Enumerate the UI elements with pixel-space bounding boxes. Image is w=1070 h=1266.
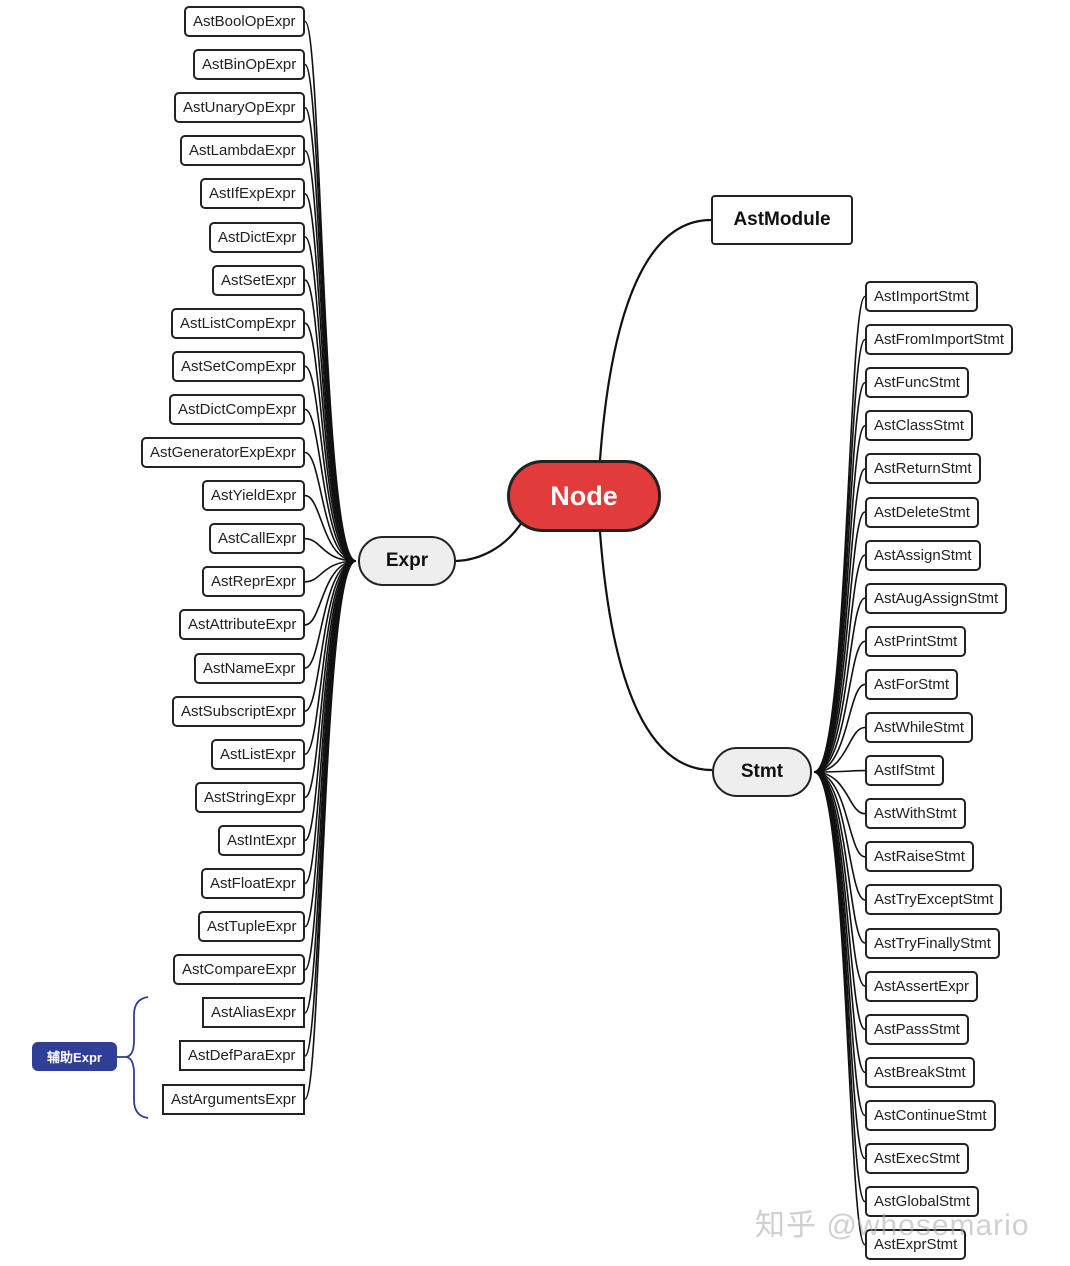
stmt-child[interactable]: AstWithStmt <box>865 798 966 830</box>
expr-child[interactable]: AstYieldExpr <box>202 480 306 512</box>
stmt-child[interactable]: AstFuncStmt <box>865 367 969 399</box>
expr-child[interactable]: AstIfExpExpr <box>200 178 305 210</box>
stmt-child[interactable]: AstIfStmt <box>865 755 944 787</box>
stmt-child[interactable]: AstPassStmt <box>865 1013 969 1045</box>
expr-child[interactable]: AstSetExpr <box>212 264 306 296</box>
root-label: Node <box>550 480 618 511</box>
expr-child[interactable]: AstArgumentsExpr <box>162 1083 306 1115</box>
expr-child[interactable]: AstFloatExpr <box>201 868 305 899</box>
expr-child[interactable]: AstBinOpExpr <box>193 49 306 81</box>
aux-expr-label: 辅助Expr <box>47 1050 102 1065</box>
stmt-node[interactable]: Stmt <box>712 747 812 797</box>
expr-child[interactable]: AstDefParaExpr <box>179 1040 305 1072</box>
stmt-label: Stmt <box>740 761 784 782</box>
stmt-child[interactable]: AstAssignStmt <box>865 539 981 571</box>
stmt-child[interactable]: AstDeleteStmt <box>865 496 979 528</box>
root-node[interactable]: Node <box>507 460 661 532</box>
aux-expr-badge: 辅助Expr <box>32 1042 117 1071</box>
stmt-child[interactable]: AstExecStmt <box>865 1143 969 1174</box>
expr-child[interactable]: AstSetCompExpr <box>172 350 306 382</box>
stmt-child[interactable]: AstWhileStmt <box>865 712 974 743</box>
stmt-child[interactable]: AstExprStmt <box>865 1229 967 1261</box>
stmt-child[interactable]: AstContinueStmt <box>865 1099 996 1131</box>
stmt-child[interactable]: AstReturnStmt <box>865 453 981 485</box>
stmt-child[interactable]: AstFromImportStmt <box>865 324 1014 356</box>
stmt-child[interactable]: AstTryExceptStmt <box>865 884 1003 916</box>
stmt-child[interactable]: AstAugAssignStmt <box>865 582 1008 614</box>
expr-child[interactable]: AstCallExpr <box>209 523 306 555</box>
stmt-child[interactable]: AstBreakStmt <box>865 1056 975 1088</box>
stmt-child[interactable]: AstRaiseStmt <box>865 841 974 873</box>
stmt-child[interactable]: AstClassStmt <box>865 410 974 442</box>
aux-bracket <box>125 996 149 1119</box>
expr-child[interactable]: AstTupleExpr <box>198 911 306 943</box>
expr-child[interactable]: AstListExpr <box>211 738 305 770</box>
expr-child[interactable]: AstNameExpr <box>194 652 305 684</box>
module-label: AstModule <box>733 209 831 230</box>
stmt-child[interactable]: AstForStmt <box>865 668 959 700</box>
module-node[interactable]: AstModule <box>711 195 853 245</box>
stmt-child[interactable]: AstPrintStmt <box>865 625 967 657</box>
expr-child[interactable]: AstLambdaExpr <box>180 135 305 167</box>
expr-child[interactable]: AstDictExpr <box>209 221 306 253</box>
expr-child[interactable]: AstDictCompExpr <box>169 393 306 425</box>
expr-child[interactable]: AstIntExpr <box>218 824 306 856</box>
expr-child[interactable]: AstBoolOpExpr <box>184 6 305 37</box>
stmt-child[interactable]: AstImportStmt <box>865 281 979 312</box>
stmt-child[interactable]: AstTryFinallyStmt <box>865 927 1000 959</box>
expr-child[interactable]: AstStringExpr <box>195 781 305 813</box>
expr-child[interactable]: AstAliasExpr <box>202 997 306 1029</box>
stmt-child[interactable]: AstGlobalStmt <box>865 1186 979 1218</box>
expr-child[interactable]: AstCompareExpr <box>173 954 306 986</box>
expr-child[interactable]: AstUnaryOpExpr <box>174 92 305 124</box>
expr-label: Expr <box>385 550 429 571</box>
expr-child[interactable]: AstListCompExpr <box>171 307 305 339</box>
expr-child[interactable]: AstSubscriptExpr <box>172 695 306 727</box>
expr-node[interactable]: Expr <box>358 536 456 586</box>
stmt-child[interactable]: AstAssertExpr <box>865 970 979 1002</box>
watermark: 知乎 @whosemario <box>755 1209 1030 1242</box>
expr-child[interactable]: AstAttributeExpr <box>179 609 306 641</box>
expr-child[interactable]: AstReprExpr <box>202 566 306 598</box>
expr-child[interactable]: AstGeneratorExpExpr <box>141 437 305 468</box>
